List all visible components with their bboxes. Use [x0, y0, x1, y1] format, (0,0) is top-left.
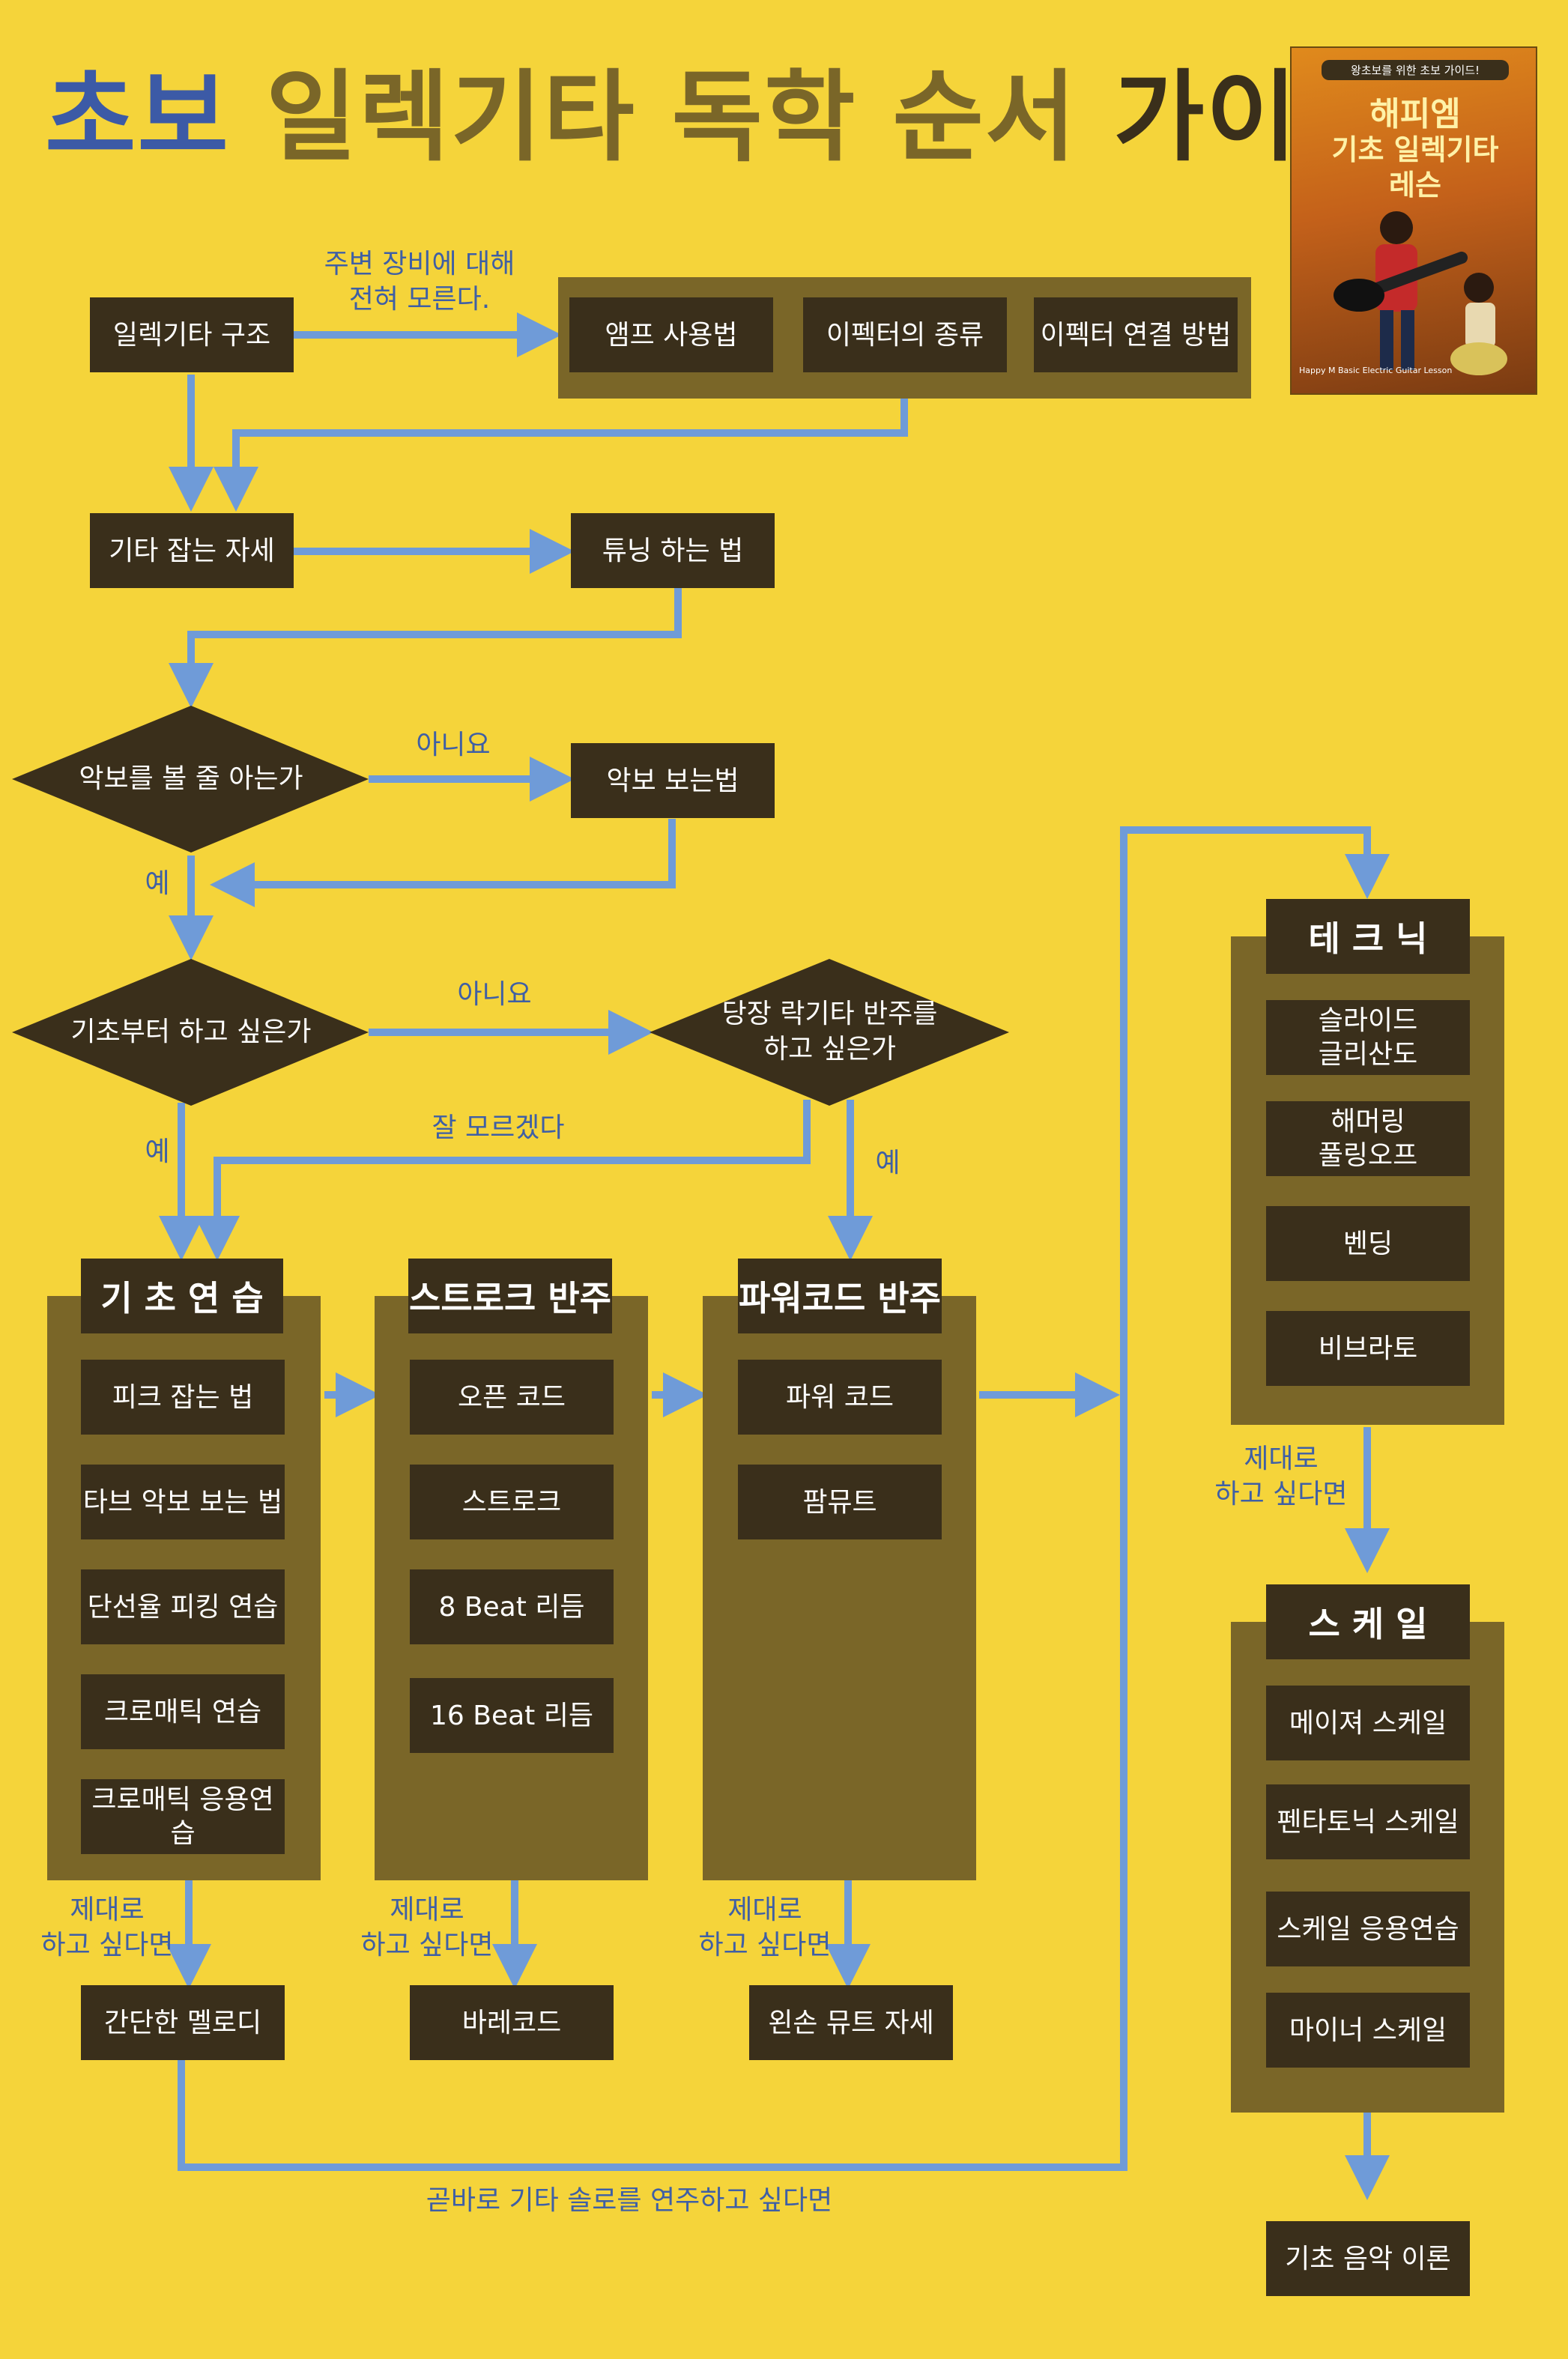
node-amp-usage: 앰프 사용법	[569, 297, 773, 372]
cover-subtitle: Happy M Basic Electric Guitar Lesson	[1299, 366, 1453, 375]
stroke-header: 스트로크 반주	[408, 1259, 612, 1333]
title-part-beginner: 초보	[45, 60, 230, 175]
node-simple-melody: 간단한 멜로디	[81, 1985, 285, 2060]
label-no-1: 아니요	[416, 730, 491, 760]
node-holding-posture: 기타 잡는 자세	[90, 513, 294, 588]
scale-item-pentatonic: 펜타토닉 스케일	[1266, 1784, 1470, 1859]
arrow-tab-reading-return	[210, 819, 676, 907]
diamond-rock	[650, 959, 1009, 1106]
scale-item-applied: 스케일 응용연습	[1266, 1892, 1470, 1966]
arrow-gear-to-posture	[214, 397, 908, 512]
stroke-item-8beat: 8 Beat 리듬	[410, 1569, 614, 1644]
label-done-basics: 제대로 하고 싶다면	[40, 1895, 174, 1960]
scale-item-minor: 마이너 스케일	[1266, 1993, 1470, 2068]
label-yes-1: 예	[145, 868, 170, 899]
technique-item-vibrato: 비브라토	[1266, 1311, 1470, 1386]
power-item-power-chord: 파워 코드	[738, 1360, 942, 1435]
cover-title-lesson: 레슨	[1389, 169, 1441, 202]
label-solo-now: 곧바로 기타 솔로를 연주하고 싶다면	[426, 2185, 833, 2216]
technique-header: 테 크 닉	[1266, 899, 1470, 974]
basics-item-tab: 타브 악보 보는 법	[81, 1465, 285, 1539]
basics-item-pick: 피크 잡는 법	[81, 1360, 285, 1435]
node-left-hand-mute: 왼손 뮤트 자세	[749, 1985, 953, 2060]
stroke-item-16beat: 16 Beat 리듬	[410, 1678, 614, 1753]
diamond-read-tab	[12, 706, 369, 853]
node-barre-chord: 바레코드	[410, 1985, 614, 2060]
cover-title-brand: 해피엠	[1369, 95, 1461, 133]
decision-basics-text: 기초부터 하고 싶은가	[70, 1016, 312, 1047]
arrow-tuning-to-tab-decision	[169, 588, 682, 708]
decision-read-tab-text: 악보를 볼 줄 아는가	[79, 763, 303, 794]
node-effector-connect: 이펙터 연결 방법	[1034, 297, 1238, 372]
basics-item-single-line: 단선율 피킹 연습	[81, 1569, 285, 1644]
power-item-palm-mute: 팜뮤트	[738, 1465, 942, 1539]
scale-item-major: 메이져 스케일	[1266, 1686, 1470, 1760]
label-done-power: 제대로 하고 싶다면	[698, 1895, 832, 1960]
label-done-technique: 제대로 하고 싶다면	[1214, 1444, 1348, 1509]
title-part-middle: 일렉기타 독학 순서	[265, 60, 1078, 175]
scale-header: 스 케 일	[1266, 1584, 1470, 1659]
diamond-basics	[12, 959, 369, 1106]
technique-item-slide: 슬라이드 글리산도	[1266, 1000, 1470, 1075]
node-music-theory: 기초 음악 이론	[1266, 2221, 1470, 2296]
basics-item-chromatic-applied: 크로매틱 응용연습	[81, 1779, 285, 1854]
cover-tagline: 왕초보를 위한 초보 가이드!	[1322, 60, 1509, 80]
power-header: 파워코드 반주	[738, 1259, 942, 1333]
label-not-sure: 잘 모르겠다	[432, 1112, 565, 1143]
label-yes-2: 예	[145, 1136, 170, 1167]
book-cover-image: 왕초보를 위한 초보 가이드! 해피엠 기초 일렉기타 레슨 Happy M B…	[1290, 46, 1537, 395]
label-yes-3: 예	[875, 1148, 900, 1178]
node-how-to-read-tab: 악보 보는법	[571, 743, 775, 818]
label-no-2: 아니요	[457, 979, 532, 1010]
cover-title-main: 기초 일렉기타	[1331, 133, 1499, 166]
arrow-melody-to-technique	[178, 826, 1390, 2171]
technique-item-hammer-pull: 해머링 풀링오프	[1266, 1101, 1470, 1176]
guitarist-illustration	[1334, 211, 1507, 375]
basics-header: 기 초 연 습	[81, 1259, 283, 1333]
basics-item-chromatic: 크로매틱 연습	[81, 1674, 285, 1749]
node-tuning: 튜닝 하는 법	[571, 513, 775, 588]
stroke-item-stroke: 스트로크	[410, 1465, 614, 1539]
label-no-gear-knowledge: 주변 장비에 대해 전혀 모른다.	[324, 249, 515, 315]
label-done-stroke: 제대로 하고 싶다면	[360, 1895, 494, 1960]
node-guitar-structure: 일렉기타 구조	[90, 297, 294, 372]
arrow-not-sure	[195, 1100, 811, 1261]
stroke-item-open-chord: 오픈 코드	[410, 1360, 614, 1435]
node-effector-types: 이펙터의 종류	[803, 297, 1007, 372]
decision-rock-text: 당장 락기타 반주를 하고 싶은가	[721, 999, 938, 1065]
technique-item-bending: 벤딩	[1266, 1206, 1470, 1281]
